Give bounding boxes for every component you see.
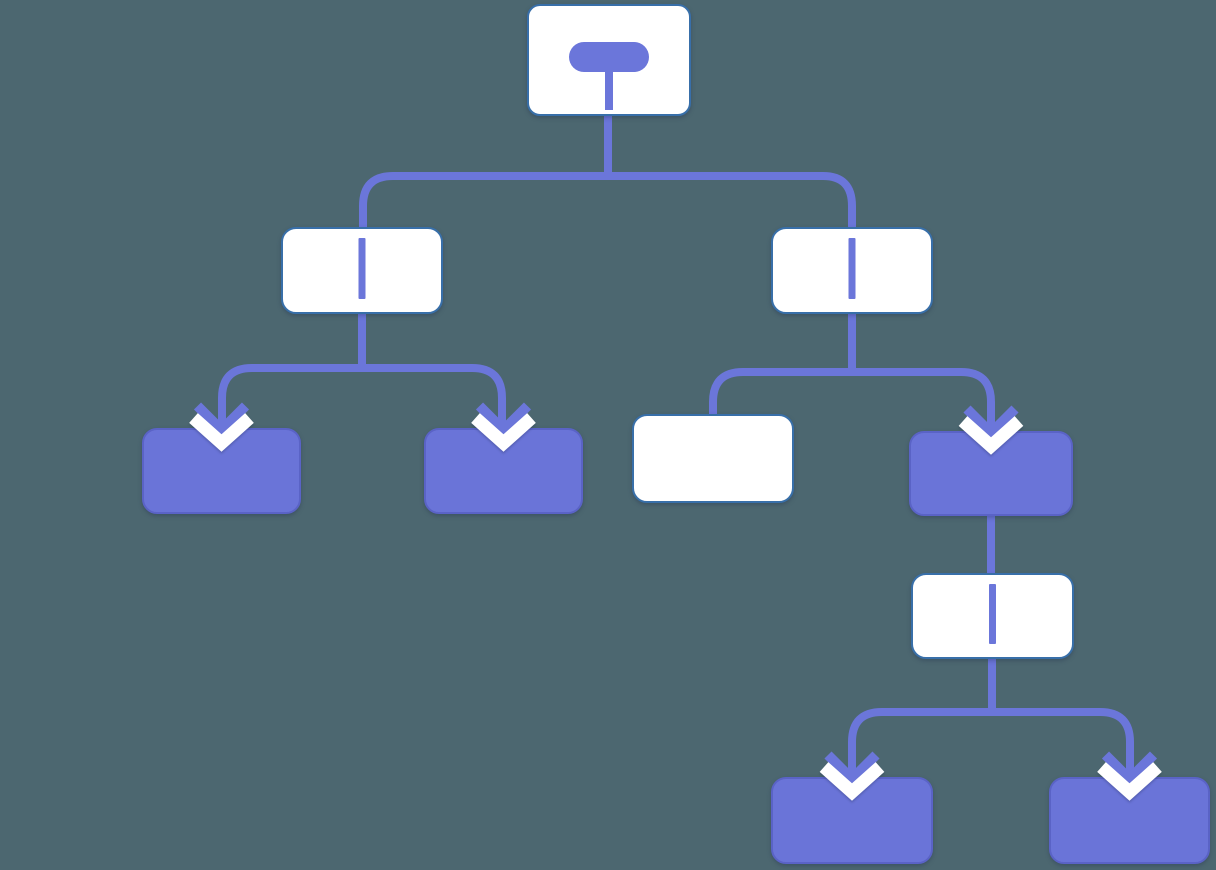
root-node[interactable]	[527, 4, 691, 116]
child-right-target-node[interactable]	[909, 405, 1073, 516]
connector-root-to-branches	[359, 108, 856, 232]
pill-stem-icon	[569, 42, 649, 110]
leaf-bottom-2-node[interactable]	[1049, 751, 1210, 864]
branch-lower-node[interactable]	[911, 573, 1074, 659]
connector-branchleft-to-leaves	[218, 310, 506, 425]
connector-lowerbranch-to-leaves	[848, 655, 1134, 774]
branch-right-node[interactable]	[771, 227, 933, 314]
double-chevron-down-icon	[1097, 751, 1162, 801]
double-chevron-down-icon	[958, 405, 1024, 455]
double-chevron-down-icon	[189, 402, 254, 452]
leaf-left-1-node[interactable]	[142, 402, 301, 514]
connector-branchright-to-children	[709, 310, 995, 428]
vertical-line-icon	[989, 584, 996, 644]
leaf-bottom-1-node[interactable]	[771, 751, 933, 864]
child-right-plain-node-body[interactable]	[632, 414, 794, 503]
double-chevron-down-icon	[819, 751, 885, 801]
child-right-plain-node[interactable]	[632, 414, 794, 503]
double-chevron-down-icon	[471, 402, 536, 452]
branch-left-node[interactable]	[281, 227, 443, 314]
leaf-left-2-node[interactable]	[424, 402, 583, 514]
vertical-line-icon	[848, 238, 856, 299]
vertical-line-icon	[358, 238, 366, 299]
